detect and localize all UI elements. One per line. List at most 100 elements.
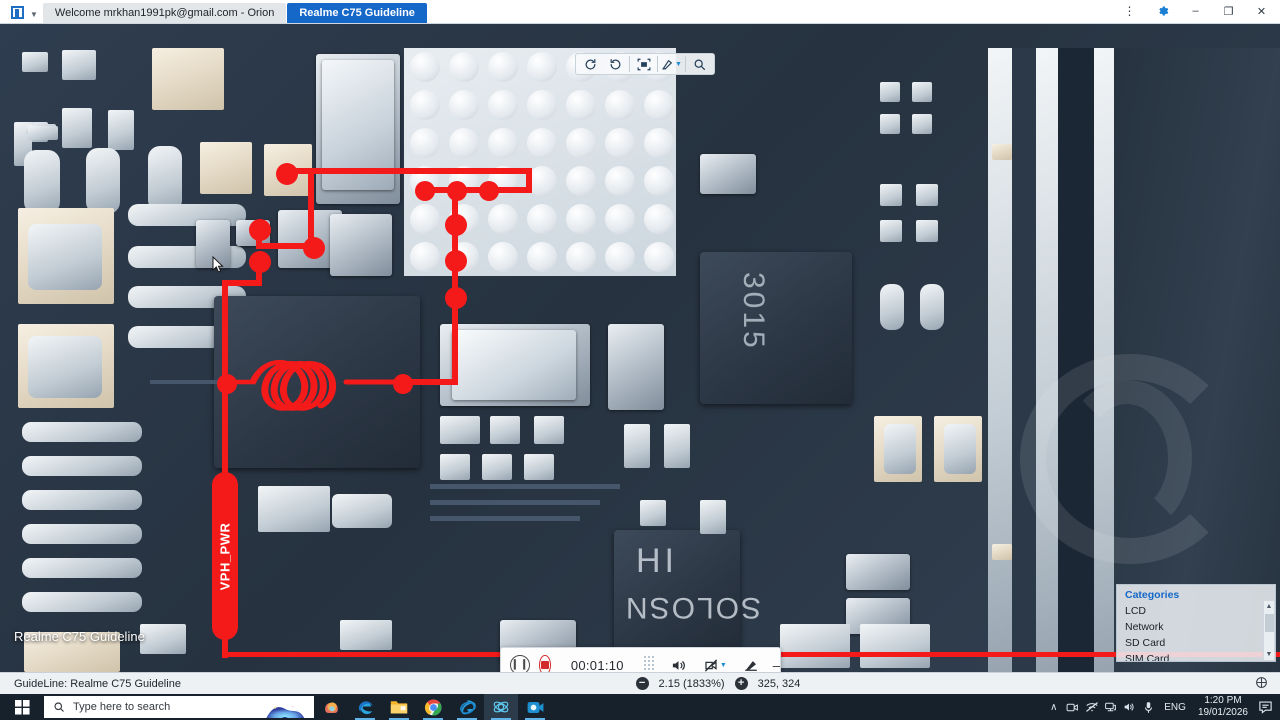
camera-icon[interactable] xyxy=(1063,694,1082,720)
volume-icon[interactable] xyxy=(1120,694,1139,720)
bga-ball xyxy=(449,242,479,272)
wifi-off-icon[interactable] xyxy=(1082,694,1101,720)
bga-ball xyxy=(410,242,440,272)
bga-ball xyxy=(488,166,518,196)
chevron-down-icon[interactable]: ▼ xyxy=(30,10,38,19)
cursor-coordinates: 325, 324 xyxy=(757,677,801,690)
status-guideline-text: GuideLine: Realme C75 Guideline xyxy=(14,677,181,690)
chip-marking-solosn: SOLOSN xyxy=(624,591,762,624)
windows-taskbar: Type here to search xyxy=(0,694,1280,720)
bga-ball xyxy=(449,166,479,196)
camera-off-icon[interactable]: ▼ xyxy=(703,658,727,673)
drag-grip-icon[interactable] xyxy=(643,656,654,672)
network-icon[interactable] xyxy=(1101,694,1120,720)
chip-marking-3015: 3015 xyxy=(737,272,770,351)
zoom-out-icon[interactable]: − xyxy=(635,677,649,690)
taskbar-icon-copilot[interactable] xyxy=(314,694,348,720)
kebab-menu-icon[interactable]: ⋮ xyxy=(1123,3,1136,18)
screen-recorder-toolbar[interactable]: ❙❙ 00:01:10 ▼ xyxy=(500,647,781,672)
bga-ball xyxy=(410,52,440,82)
zoom-level-value: 2.15 (1833%) xyxy=(658,677,725,690)
taskbar-icon-edge[interactable] xyxy=(348,694,382,720)
pause-icon: ❙❙ xyxy=(510,659,530,670)
bga-ball xyxy=(605,204,635,234)
bga-ball xyxy=(527,52,557,82)
category-item-sim-card[interactable]: SIM Card xyxy=(1125,653,1170,662)
bga-ball xyxy=(644,166,674,196)
title-bar: ▼ Welcome mrkhan1991pk@gmail.com - Orion… xyxy=(0,0,1280,24)
bga-ball xyxy=(449,128,479,158)
microphone-icon[interactable] xyxy=(1139,694,1158,720)
bga-ball xyxy=(410,204,440,234)
bga-ball xyxy=(449,52,479,82)
minimize-icon[interactable]: – xyxy=(772,657,780,673)
stop-icon xyxy=(540,661,549,669)
notifications-icon[interactable] xyxy=(1254,694,1276,720)
window-controls: ⋮ – ❐ ✕ xyxy=(1113,0,1280,23)
category-item-network[interactable]: Network xyxy=(1125,621,1164,633)
pause-button[interactable]: ❙❙ xyxy=(510,655,530,672)
rotate-right-icon[interactable] xyxy=(603,54,628,74)
stop-button[interactable] xyxy=(539,655,551,672)
category-item-sd-card[interactable]: SD Card xyxy=(1125,637,1166,649)
image-tools-toolbar[interactable]: ▼ xyxy=(575,53,715,75)
bga-ball xyxy=(527,90,557,120)
cortana-icon[interactable] xyxy=(264,698,306,718)
bga-ball xyxy=(566,90,596,120)
categories-panel[interactable]: Categories LCD Network SD Card SIM Card … xyxy=(1116,584,1276,662)
bga-ball xyxy=(527,128,557,158)
category-item-lcd[interactable]: LCD xyxy=(1125,605,1147,617)
search-input[interactable]: Type here to search xyxy=(44,696,314,718)
categories-scrollbar[interactable]: ▲ ▼ xyxy=(1263,601,1274,660)
scrollbar-thumb[interactable] xyxy=(1265,614,1274,632)
bga-ball xyxy=(566,166,596,196)
bga-ball xyxy=(566,204,596,234)
bga-ball xyxy=(488,128,518,158)
language-indicator[interactable]: ENG xyxy=(1164,701,1186,713)
pcb-photo: 3015 HI SOLOSN xyxy=(0,24,1280,672)
bga-ball xyxy=(488,242,518,272)
search-zoom-icon[interactable] xyxy=(687,54,712,74)
chevron-up-icon[interactable]: ∧ xyxy=(1050,701,1058,713)
annotate-pen-icon[interactable]: ▼ xyxy=(659,54,684,74)
taskbar-icon-internet-explorer[interactable] xyxy=(450,694,484,720)
bga-ball xyxy=(644,128,674,158)
clock-time: 1:20 PM xyxy=(1204,695,1242,706)
close-icon[interactable]: ✕ xyxy=(1256,5,1267,18)
chevron-up-icon[interactable]: ▲ xyxy=(1265,603,1273,610)
zoom-in-icon[interactable]: + xyxy=(734,677,748,690)
resize-grip-icon[interactable] xyxy=(1255,676,1268,692)
chevron-down-icon[interactable]: ▼ xyxy=(719,661,727,669)
bga-ball xyxy=(449,90,479,120)
image-title-overlay: Realme C75 Guideline xyxy=(14,629,145,644)
taskbar-icon-screen-recorder[interactable] xyxy=(518,694,552,720)
gear-icon[interactable] xyxy=(1146,0,1179,23)
windows-start-icon[interactable] xyxy=(0,694,44,720)
tab-welcome-orion[interactable]: Welcome mrkhan1991pk@gmail.com - Orion xyxy=(42,3,287,23)
maximize-icon[interactable]: ❐ xyxy=(1223,5,1234,18)
chevron-down-icon[interactable]: ▼ xyxy=(1265,651,1273,658)
fit-to-screen-icon[interactable] xyxy=(631,54,656,74)
bga-ball-array xyxy=(404,48,676,276)
minimize-icon[interactable]: – xyxy=(1192,5,1199,17)
bga-ball xyxy=(410,128,440,158)
taskbar-icon-file-explorer[interactable] xyxy=(382,694,416,720)
image-viewport[interactable]: 3015 HI SOLOSN xyxy=(0,24,1280,672)
speaker-on-icon[interactable] xyxy=(670,658,687,673)
tab-realme-c75-guideline[interactable]: Realme C75 Guideline xyxy=(287,3,427,23)
taskbar-icon-chrome[interactable] xyxy=(416,694,450,720)
bga-ball xyxy=(488,90,518,120)
taskbar-icon-orion[interactable] xyxy=(484,694,518,720)
tab-label: Welcome mrkhan1991pk@gmail.com - Orion xyxy=(54,7,275,19)
watermark-ring-inner xyxy=(1062,380,1192,536)
bga-ball xyxy=(605,166,635,196)
pen-icon[interactable] xyxy=(743,658,759,673)
clock-date: 19/01/2026 xyxy=(1197,707,1248,718)
recording-elapsed-time: 00:01:10 xyxy=(570,657,624,673)
rotate-left-icon[interactable] xyxy=(578,54,603,74)
bga-ball xyxy=(488,204,518,234)
bga-ball xyxy=(527,166,557,196)
chevron-down-icon[interactable]: ▼ xyxy=(675,60,682,68)
status-bar: GuideLine: Realme C75 Guideline − 2.15 (… xyxy=(0,672,1280,694)
clock[interactable]: 1:20 PM 19/01/2026 xyxy=(1192,695,1254,719)
